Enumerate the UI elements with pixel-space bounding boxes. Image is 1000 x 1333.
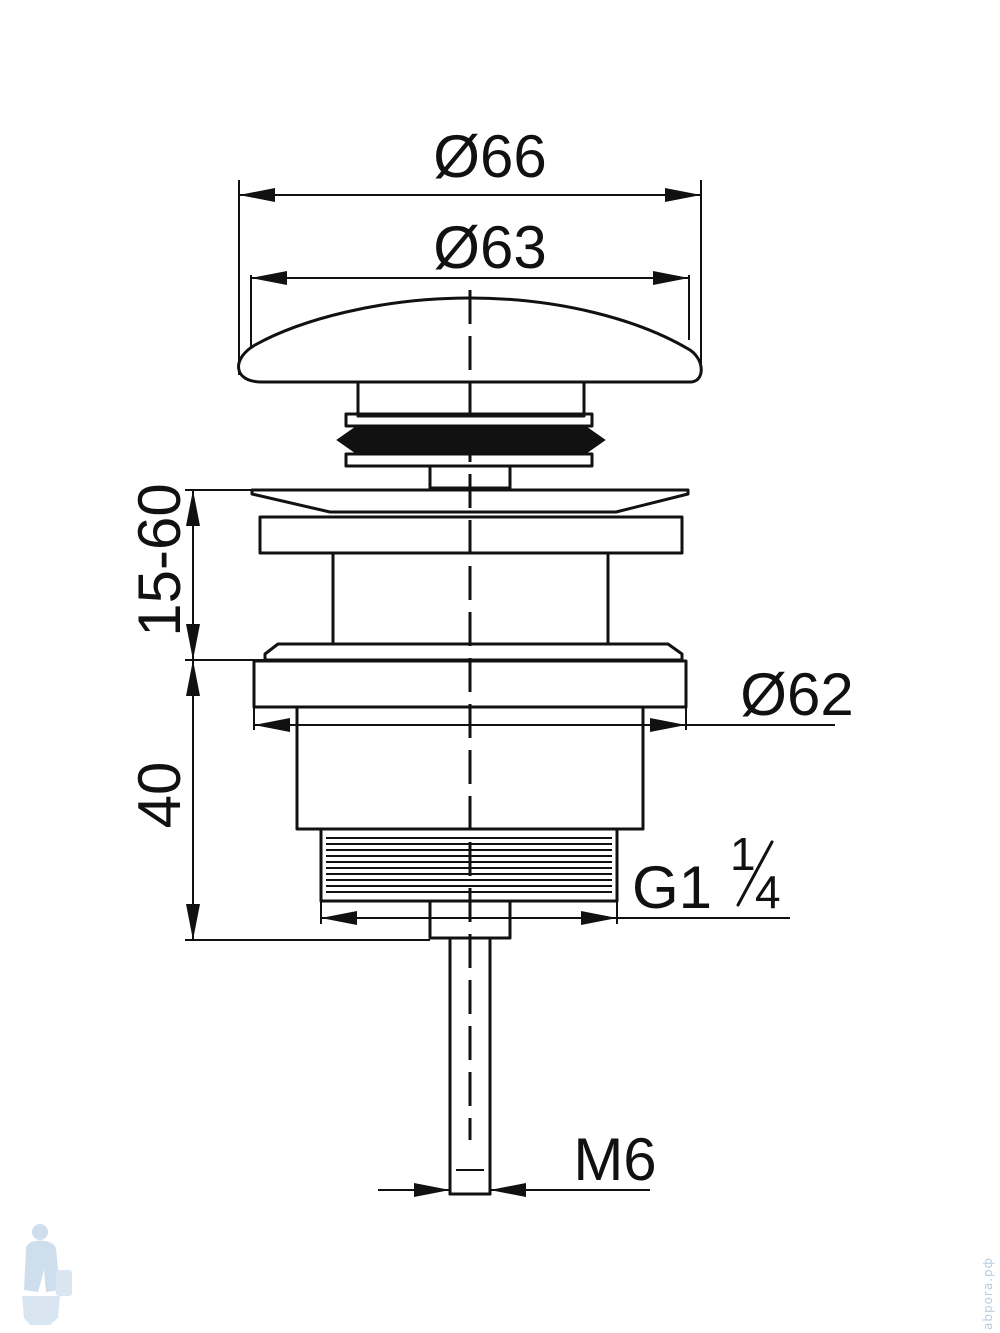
label-thread-denominator: 4 bbox=[755, 866, 781, 918]
dim-outer-diameter bbox=[238, 180, 702, 375]
label-flange-diameter: Ø62 bbox=[740, 661, 853, 728]
label-thread: G1 1 4 bbox=[632, 828, 781, 921]
label-thread-numerator: 1 bbox=[730, 828, 756, 880]
label-height-range: 15-60 bbox=[126, 483, 193, 636]
dim-flange-diameter bbox=[253, 707, 835, 732]
label-height-body: 40 bbox=[126, 762, 193, 829]
dim-height-range bbox=[185, 489, 265, 661]
dim-cap-diameter bbox=[250, 271, 690, 348]
dim-thread bbox=[320, 901, 790, 925]
watermark-text: abpora.pф bbox=[981, 1257, 995, 1330]
label-outer-diameter: Ø66 bbox=[433, 123, 546, 190]
label-cap-diameter: Ø63 bbox=[433, 214, 546, 281]
plumber-figure-icon bbox=[22, 1224, 72, 1325]
sleeve bbox=[331, 551, 610, 646]
label-thread-main: G1 bbox=[632, 854, 712, 921]
label-rod-thread: M6 bbox=[573, 1126, 656, 1193]
dim-height-body bbox=[185, 660, 430, 941]
label-thread-fraction-bar bbox=[736, 840, 774, 907]
dim-rod-thread bbox=[378, 1183, 650, 1197]
